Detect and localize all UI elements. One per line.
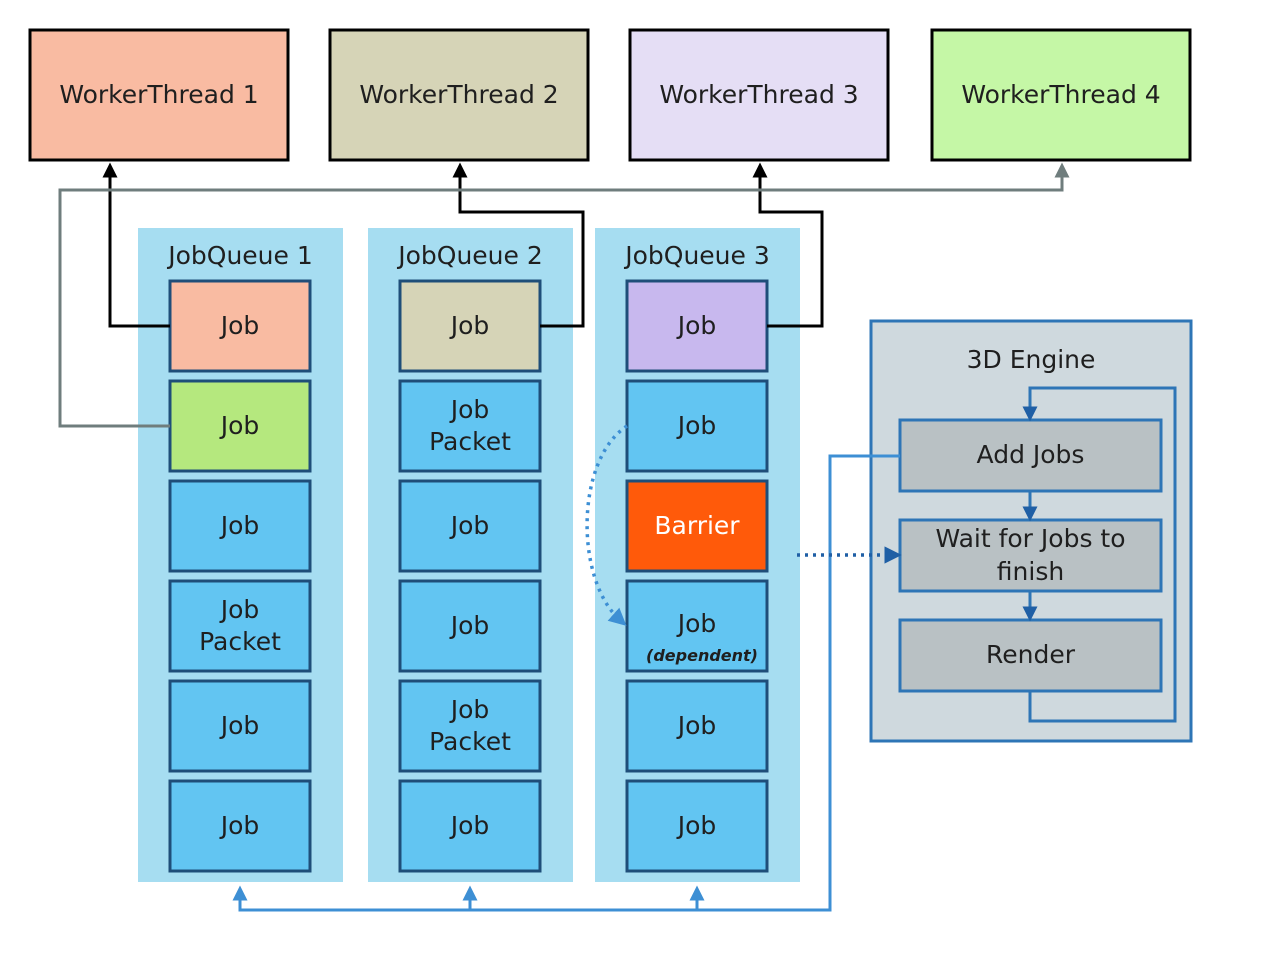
worker-thread-2-box — [328, 28, 590, 162]
q2-job-6 — [398, 779, 542, 873]
worker-thread-3-box — [628, 28, 890, 162]
arrow-q1-to-thread-1 — [102, 162, 170, 328]
q2-job-2 — [398, 379, 542, 473]
q2-job-5 — [398, 679, 542, 773]
q3-job-6 — [625, 779, 769, 873]
worker-thread-4-box — [930, 28, 1192, 162]
engine-loop-arrow — [1022, 386, 1177, 723]
engine-step-render — [898, 618, 1163, 693]
arrow-q3-to-thread-3 — [752, 162, 824, 328]
q3-job-5 — [625, 679, 769, 773]
q3-job-1 — [625, 279, 769, 373]
q3-job-2 — [625, 379, 769, 473]
engine-step-wait — [898, 518, 1163, 593]
arrow-engine-to-queues — [232, 454, 900, 912]
q1-job-4 — [168, 579, 312, 673]
worker-thread-1-box — [28, 28, 290, 162]
q3-job-dependent — [625, 579, 769, 673]
arrow-dependency — [585, 424, 628, 626]
q1-job-5 — [168, 679, 312, 773]
q1-job-6 — [168, 779, 312, 873]
q1-job-3 — [168, 479, 312, 573]
q2-job-4 — [398, 579, 542, 673]
arrow-q1-to-thread-4 — [58, 162, 1070, 428]
q3-barrier — [625, 479, 769, 573]
q1-job-1 — [168, 279, 312, 373]
q1-job-2 — [168, 379, 312, 473]
arrow-q2-to-thread-2 — [452, 162, 585, 328]
q2-job-3 — [398, 479, 542, 573]
engine-step-add-jobs — [898, 418, 1163, 493]
q2-job-1 — [398, 279, 542, 373]
